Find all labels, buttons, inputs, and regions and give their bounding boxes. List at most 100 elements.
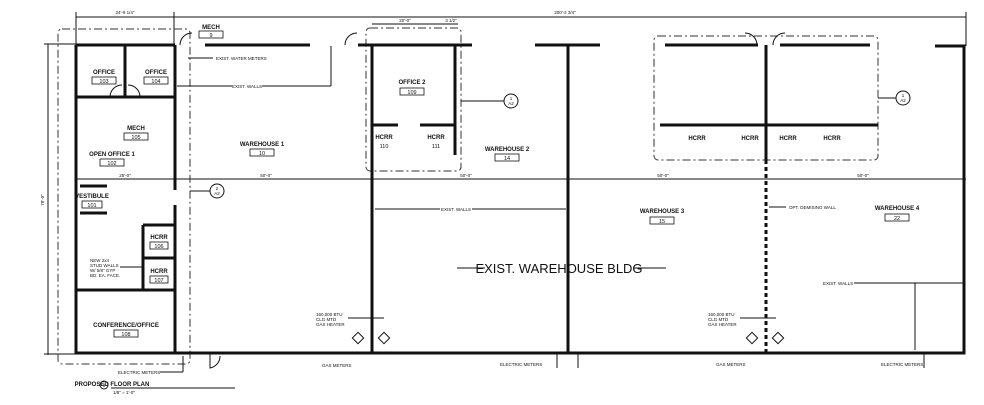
svg-text:MECH: MECH <box>127 126 145 132</box>
title-block: 1 PROPOSED FLOOR PLAN 1/8" = 1'-0" <box>75 380 235 395</box>
svg-text:109: 109 <box>407 90 416 96</box>
svg-text:HCRR: HCRR <box>688 136 706 142</box>
svg-text:1: 1 <box>902 93 905 98</box>
dim-overall-depth: 78'-0" <box>40 194 45 206</box>
svg-text:14: 14 <box>504 156 510 162</box>
svg-text:105: 105 <box>131 135 140 141</box>
room-warehouse-1: WAREHOUSE 1 10 <box>240 142 285 157</box>
room-conference-108: CONFERENCE/OFFICE 108 <box>93 323 159 338</box>
svg-text:GAS HEATER: GAS HEATER <box>316 322 345 327</box>
note-warehouse-bldg: EXIST. WAREHOUSE BLDG <box>475 261 642 276</box>
svg-text:CONFERENCE/OFFICE: CONFERENCE/OFFICE <box>93 323 159 329</box>
svg-text:160,000 BTU: 160,000 BTU <box>708 312 735 317</box>
note-stud-walls: NEW 2x4 STUD WALLS W/ 5/8" GYP BD. EA. F… <box>90 258 143 278</box>
dim-office-width: 24'-9 1/4" <box>116 10 135 15</box>
svg-text:111: 111 <box>432 144 440 150</box>
note-electric-meters-3: ELECTRIC METERS <box>881 362 923 367</box>
svg-text:A2: A2 <box>508 101 514 106</box>
svg-text:BD. EA. FACE.: BD. EA. FACE. <box>90 273 120 278</box>
svg-text:HCRR: HCRR <box>427 135 445 141</box>
room-hcrr-112: HCRR <box>688 136 706 142</box>
note-exist-walls-2: EXIST. WALLS <box>441 207 471 212</box>
svg-text:CLG MTD: CLG MTD <box>316 317 337 322</box>
svg-text:101: 101 <box>87 203 96 209</box>
dim-overall-width: 200'-2 3/4" <box>554 10 576 15</box>
svg-text:NEW 2x4: NEW 2x4 <box>90 258 110 263</box>
svg-text:106: 106 <box>154 244 163 250</box>
section-marker-1: 2 A2 <box>190 183 225 199</box>
note-electric-meters-1: ELECTRIC METERS <box>118 370 160 375</box>
svg-text:22: 22 <box>894 216 900 222</box>
room-office-103: OFFICE 103 <box>91 70 117 85</box>
walls <box>74 32 966 369</box>
room-hcrr-107: HCRR 107 <box>149 269 169 284</box>
room-hcrr-113: HCRR <box>741 136 759 142</box>
svg-text:W/ 5/8" GYP: W/ 5/8" GYP <box>90 268 115 273</box>
note-gas-heater-2: 160,000 BTU CLG MTD GAS HEATER <box>708 312 785 345</box>
note-water-meters: EXIST. WATER METERS <box>216 56 267 61</box>
svg-text:OFFICE: OFFICE <box>93 70 115 76</box>
room-warehouse-4: WAREHOUSE 4 22 <box>875 206 920 222</box>
svg-text:STUD WALLS: STUD WALLS <box>90 263 119 268</box>
dim-bay-1: 50'-0" <box>260 173 272 178</box>
section-marker-2: 1 A2 <box>461 93 519 109</box>
svg-text:15: 15 <box>659 219 665 225</box>
room-hcrr-106: HCRR 106 <box>149 235 169 250</box>
svg-text:WAREHOUSE 2: WAREHOUSE 2 <box>485 147 530 153</box>
svg-text:103: 103 <box>99 79 108 85</box>
dimension-lines: 24'-9 1/4" 200'-2 3/4" 20'-0" 3 1/2" 78'… <box>40 10 967 355</box>
svg-text:HCRR: HCRR <box>150 235 168 241</box>
drawing-scale: 1/8" = 1'-0" <box>113 390 135 395</box>
room-warehouse-2: WAREHOUSE 2 14 <box>485 147 530 162</box>
room-hcrr-111: HCRR 111 <box>427 135 445 150</box>
svg-text:CLG MTD: CLG MTD <box>708 317 729 322</box>
section-marker-3: 1 A2 <box>878 90 911 106</box>
svg-text:HCRR: HCRR <box>150 269 168 275</box>
svg-text:9: 9 <box>209 33 212 39</box>
svg-text:10: 10 <box>259 151 265 157</box>
room-hcrr-114: HCRR <box>779 136 797 142</box>
dim-bay-4: 50'-0" <box>857 173 869 178</box>
note-gas-meters-1: GAS METERS <box>322 363 352 368</box>
svg-text:A2: A2 <box>900 98 906 103</box>
dim-office2-offset: 3 1/2" <box>445 18 457 23</box>
svg-text:108: 108 <box>121 332 130 338</box>
room-mech-9: MECH 9 <box>198 25 224 39</box>
svg-text:HCRR: HCRR <box>741 136 759 142</box>
room-office-2: OFFICE 2 109 <box>398 80 426 96</box>
dim-bay-2: 50'-0" <box>460 173 472 178</box>
note-gas-meters-2: GAS METERS <box>716 362 746 367</box>
svg-text:GAS HEATER: GAS HEATER <box>708 322 737 327</box>
svg-text:2: 2 <box>216 186 219 191</box>
dim-bay-office: 25'-0" <box>119 173 131 178</box>
room-hcrr-115: HCRR <box>823 136 841 142</box>
annotations: EXIST. WATER METERS EXIST. WALLS EXIST. … <box>90 46 963 375</box>
note-exist-walls-1: EXIST. WALLS <box>232 84 262 89</box>
svg-text:WAREHOUSE 4: WAREHOUSE 4 <box>875 206 920 212</box>
svg-text:A2: A2 <box>214 191 220 196</box>
svg-text:1: 1 <box>510 96 513 101</box>
room-mech-105: MECH 105 <box>123 126 149 141</box>
dim-office2-width: 20'-0" <box>399 18 411 23</box>
svg-text:110: 110 <box>380 144 389 150</box>
scope-outlines <box>57 27 879 365</box>
note-electric-meters-2: ELECTRIC METERS <box>500 362 542 367</box>
svg-text:OPEN OFFICE 1: OPEN OFFICE 1 <box>89 152 135 158</box>
svg-text:MECH: MECH <box>202 25 220 31</box>
svg-text:OFFICE 2: OFFICE 2 <box>398 80 426 86</box>
svg-text:104: 104 <box>151 79 160 85</box>
drawing-title: PROPOSED FLOOR PLAN <box>75 382 150 388</box>
svg-text:HCRR: HCRR <box>375 135 393 141</box>
svg-text:107: 107 <box>154 278 163 284</box>
dim-bay-3: 50'-0" <box>657 173 669 178</box>
room-hcrr-110: HCRR 110 <box>375 135 393 150</box>
svg-text:HCRR: HCRR <box>823 136 841 142</box>
note-demising-wall: OPT. DEMISING WALL <box>789 205 836 210</box>
note-exist-walls-3: EXIST. WALLS <box>823 281 853 286</box>
svg-text:WAREHOUSE 1: WAREHOUSE 1 <box>240 142 285 148</box>
